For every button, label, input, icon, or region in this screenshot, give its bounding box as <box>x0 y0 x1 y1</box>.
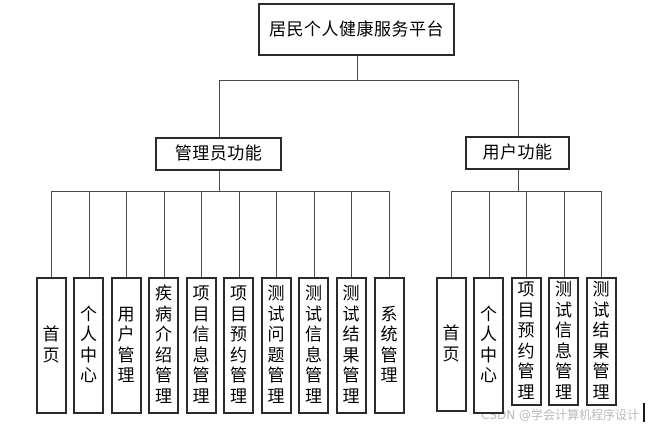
leaf-node: 项目信息管理 <box>185 277 217 414</box>
leaf-node-label: 测试问题管理 <box>267 284 285 407</box>
leaf-node-label: 首页 <box>42 325 60 366</box>
connector-leaf-drop <box>351 191 352 277</box>
leaf-node-label: 用户管理 <box>117 304 135 387</box>
leaf-node: 首页 <box>35 277 67 414</box>
watermark: CSDN @学会计算机程序设计 <box>480 408 639 422</box>
connector-branch-stub <box>517 170 519 191</box>
leaf-node-label: 项目信息管理 <box>192 284 210 407</box>
connector-leaf-drop <box>88 191 90 277</box>
leaf-node: 项目预约管理 <box>510 277 542 406</box>
leaf-node-label: 首页 <box>442 324 460 365</box>
leaf-node: 测试结果管理 <box>585 277 617 406</box>
connector-leaf-drop <box>488 191 490 277</box>
leaf-node-label: 系统管理 <box>380 304 398 387</box>
connector-root-stub <box>356 56 358 80</box>
leaf-node: 个人中心 <box>473 277 504 414</box>
leaf-node-label: 测试信息管理 <box>305 284 322 407</box>
leaf-node: 用户管理 <box>110 277 142 414</box>
branch-node-1: 用户功能 <box>465 136 570 170</box>
connector-leaf-drop <box>163 191 165 277</box>
leaf-node: 项目预约管理 <box>223 277 254 414</box>
caret-bar <box>643 403 645 422</box>
connector-leaf-drop <box>526 191 527 277</box>
connector-leaf-drop <box>51 191 52 277</box>
connector-leaf-drop <box>313 191 315 277</box>
leaf-node: 个人中心 <box>73 277 104 414</box>
connector-leaf-drop <box>238 191 240 277</box>
root-node: 居民个人健康服务平台 <box>258 3 455 56</box>
leaf-node: 首页 <box>435 277 467 412</box>
leaf-node-label: 测试结果管理 <box>592 280 610 403</box>
connector-leaf-drop <box>389 191 390 277</box>
connector-branch-drop <box>218 80 220 137</box>
leaf-node-label: 项目预约管理 <box>230 284 247 407</box>
connector-leaf-drop <box>201 191 202 277</box>
connector-leaf-drop <box>276 191 277 277</box>
leaf-node: 系统管理 <box>373 277 405 414</box>
branch-node-0-label: 管理员功能 <box>174 144 263 164</box>
leaf-node-label: 个人中心 <box>480 304 497 387</box>
leaf-node-label: 个人中心 <box>80 304 97 387</box>
connector-child-bar <box>51 191 390 192</box>
connector-branch-drop <box>517 80 519 136</box>
leaf-node-label: 疾病介绍管理 <box>155 284 172 407</box>
leaf-node: 测试信息管理 <box>298 277 329 414</box>
leaf-node: 测试信息管理 <box>548 277 579 406</box>
leaf-node-label: 测试信息管理 <box>555 280 572 403</box>
leaf-node: 疾病介绍管理 <box>148 277 179 414</box>
leaf-node-label: 测试结果管理 <box>342 284 360 407</box>
leaf-node: 测试结果管理 <box>335 277 367 414</box>
connector-leaf-drop <box>563 191 565 277</box>
connector-leaf-drop <box>601 191 602 277</box>
root-node-label: 居民个人健康服务平台 <box>269 19 444 40</box>
branch-node-1-label: 用户功能 <box>482 143 553 163</box>
leaf-node: 测试问题管理 <box>260 277 292 414</box>
leaf-node-label: 项目预约管理 <box>517 280 535 403</box>
connector-top-bar <box>218 80 519 81</box>
connector-leaf-drop <box>126 191 127 277</box>
connector-leaf-drop <box>451 191 452 277</box>
connector-branch-stub <box>218 171 220 191</box>
branch-node-0: 管理员功能 <box>155 137 282 171</box>
